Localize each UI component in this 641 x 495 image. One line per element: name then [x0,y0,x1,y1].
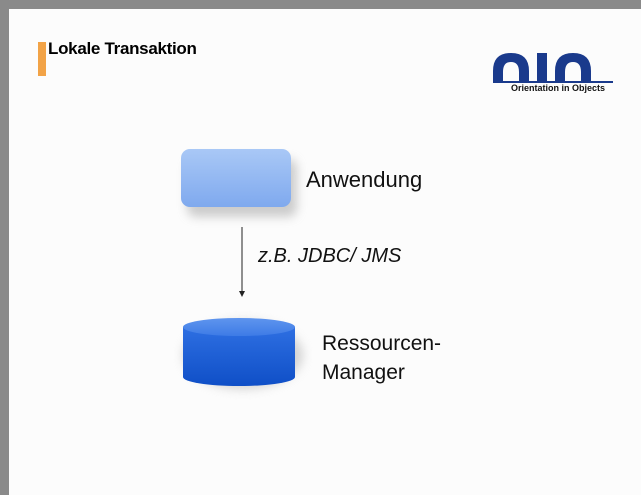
resource-manager-label: Ressourcen- Manager [322,329,441,387]
diagram-canvas [181,149,303,389]
logo-tagline: Orientation in Objects [511,83,606,93]
resource-manager-label-line1: Ressourcen- [322,332,442,355]
connection-arrowhead [239,291,245,297]
resource-manager-label-line2: Manager [322,361,405,384]
resource-manager-cylinder [183,327,295,386]
application-box [181,149,291,207]
oio-logo: Orientation in Objects [489,47,619,99]
oio-logo-icon [493,53,613,83]
slide-title: Lokale Transaktion [48,39,197,58]
application-label: Anwendung [306,167,423,192]
title-accent-bar [38,42,46,76]
connection-label: z.B. JDBC/ JMS [258,245,402,267]
slide: Lokale Transaktion Orientation in Object… [9,9,641,495]
resource-manager-cylinder-top [183,318,295,336]
